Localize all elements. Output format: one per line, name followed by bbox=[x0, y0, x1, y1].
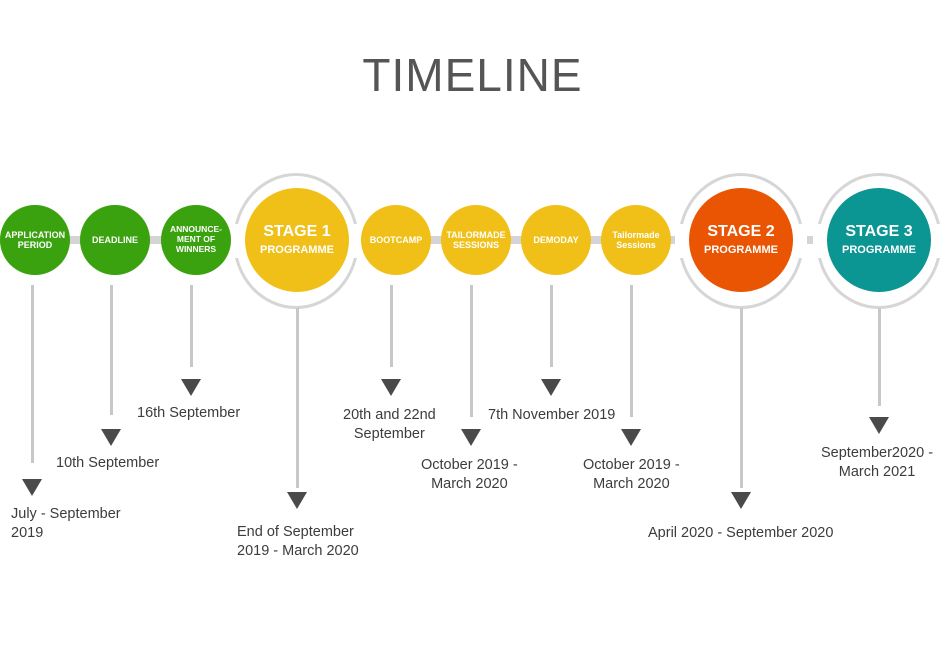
date-announcement: 16th September bbox=[137, 405, 241, 421]
connector-line bbox=[31, 285, 34, 463]
connector-line bbox=[110, 285, 113, 415]
connector-line bbox=[550, 285, 553, 367]
down-arrow-icon bbox=[869, 417, 889, 434]
page-title: TIMELINE bbox=[362, 49, 583, 101]
connector-line bbox=[390, 285, 393, 367]
milestone-announcement: ANNOUNCE- MENT OF WINNERS bbox=[161, 205, 231, 275]
milestone-stage-3: STAGE 3 PROGRAMME bbox=[827, 188, 931, 292]
connector-line bbox=[470, 285, 473, 417]
down-arrow-icon bbox=[621, 429, 641, 446]
down-arrow-icon bbox=[287, 492, 307, 509]
connector-line bbox=[296, 308, 299, 488]
date-tailormade-sessions-2: October 2019 - March 2020 bbox=[583, 457, 680, 492]
down-arrow-icon bbox=[181, 379, 201, 396]
date-stage-3: September2020 - March 2021 bbox=[821, 445, 934, 480]
date-demoday: 7th November 2019 bbox=[488, 407, 616, 423]
date-application-period: July - September 2019 bbox=[11, 506, 121, 541]
connector-line bbox=[630, 285, 633, 417]
connector-line bbox=[740, 308, 743, 488]
milestone-tailormade-sessions-2: Tailormade Sessions bbox=[601, 205, 671, 275]
down-arrow-icon bbox=[381, 379, 401, 396]
milestone-deadline: DEADLINE bbox=[80, 205, 150, 275]
down-arrow-icon bbox=[731, 492, 751, 509]
down-arrow-icon bbox=[541, 379, 561, 396]
milestone-tailormade-sessions-1: TAILORMADE SESSIONS bbox=[441, 205, 511, 275]
milestone-stage-1: STAGE 1 PROGRAMME bbox=[245, 188, 349, 292]
connector-line bbox=[190, 285, 193, 367]
down-arrow-icon bbox=[22, 479, 42, 496]
date-stage-2: April 2020 - September 2020 bbox=[648, 525, 834, 541]
milestone-application-period: APPLICATION PERIOD bbox=[0, 205, 70, 275]
milestone-demoday: DEMODAY bbox=[521, 205, 591, 275]
milestone-stage-2: STAGE 2 PROGRAMME bbox=[689, 188, 793, 292]
date-deadline: 10th September bbox=[56, 455, 160, 471]
date-stage-1: End of September 2019 - March 2020 bbox=[237, 524, 359, 559]
date-tailormade-sessions-1: October 2019 - March 2020 bbox=[421, 457, 518, 492]
date-bootcamp: 20th and 22nd September bbox=[343, 407, 436, 442]
down-arrow-icon bbox=[101, 429, 121, 446]
connector-line bbox=[878, 308, 881, 406]
down-arrow-icon bbox=[461, 429, 481, 446]
milestone-bootcamp: BOOTCAMP bbox=[361, 205, 431, 275]
